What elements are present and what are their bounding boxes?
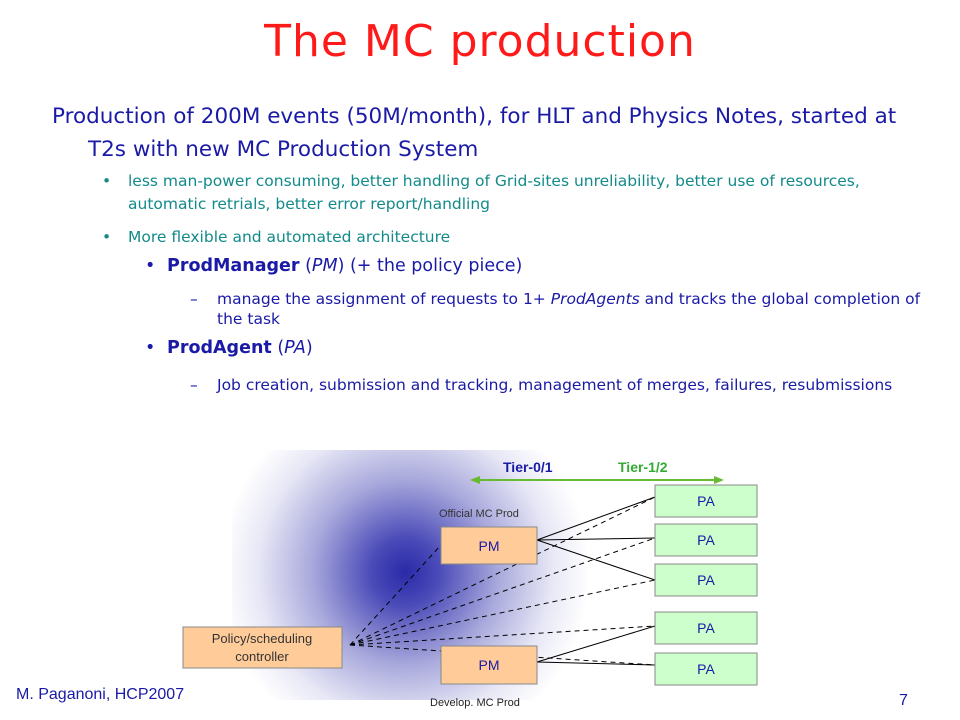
prodagent-name: ProdAgent: [167, 338, 272, 358]
prodmanager-detail-em: ProdAgents: [550, 290, 640, 308]
slide-title: The MC production: [264, 16, 696, 67]
link-pm2-pa5: [536, 661, 656, 666]
bullet-prodagent-detail: – Job creation, submission and tracking, …: [190, 375, 927, 395]
pa-box-5-label: PA: [697, 661, 715, 677]
controller-line1: Policy/scheduling: [212, 631, 312, 646]
bullet-dot: •: [145, 256, 156, 276]
bullet-resources-text: less man-power consuming, better handlin…: [128, 172, 860, 213]
pa-box-4-label: PA: [697, 620, 715, 636]
prodmanager-detail-prefix: manage the assignment of requests to 1+: [217, 290, 551, 308]
prodmanager-detail-suffix: and tracks the global completion of the …: [217, 290, 921, 328]
pm-box-official: PM: [440, 526, 538, 565]
dash: –: [190, 376, 198, 394]
prodmanager-name: ProdManager: [167, 256, 300, 276]
link-pm1-pa2: [536, 537, 656, 541]
pa-box-2: PA: [654, 523, 758, 557]
controller-line2: controller: [235, 649, 289, 664]
bullet-prodagent: •ProdAgent (PA): [145, 338, 313, 358]
pm-links: [536, 496, 656, 666]
pa-box-1-label: PA: [697, 493, 715, 509]
policy-controller-box: Policy/scheduling controller: [182, 626, 343, 669]
main-point-text: Production of 200M events (50M/month), f…: [52, 104, 897, 162]
prodmanager-suffix: (+ the policy piece): [344, 256, 523, 276]
bullet-prodmanager-detail: – manage the assignment of requests to 1+…: [190, 289, 927, 329]
tier-right-label: Tier-1/2: [618, 459, 668, 475]
link-pm1-pa1: [536, 496, 656, 541]
pa-box-3-label: PA: [697, 572, 715, 588]
main-point: Production of 200M events (50M/month), f…: [52, 100, 938, 166]
prodagent-abbr: PA: [284, 338, 306, 358]
link-controller-pa4: [349, 625, 656, 646]
link-pm2-pa4: [536, 625, 656, 663]
official-mc-prod-label: Official MC Prod: [439, 508, 519, 520]
prodmanager-abbr: PM: [311, 256, 338, 276]
link-controller-pm1: [349, 544, 442, 646]
link-pm1-pa3: [536, 539, 656, 581]
pm-box-develop: PM: [440, 645, 538, 685]
tier-left-label: Tier-0/1: [503, 459, 553, 475]
dash: –: [190, 290, 198, 308]
link-controller-pa5: [349, 644, 656, 666]
link-controller-pa3: [349, 579, 656, 646]
bullet-prodmanager: •ProdManager (PM) (+ the policy piece): [145, 256, 523, 276]
pa-box-2-label: PA: [697, 532, 715, 548]
pa-box-1: PA: [654, 484, 758, 518]
pm-box-develop-label: PM: [479, 657, 500, 673]
pm-box-official-label: PM: [479, 538, 500, 554]
page-number: 7: [899, 692, 908, 709]
pa-box-3: PA: [654, 563, 758, 597]
develop-mc-prod-label: Develop. MC Prod: [430, 697, 520, 709]
bullet-dot: •: [102, 172, 112, 190]
link-controller-pa1: [349, 496, 656, 646]
bullet-architecture: • More flexible and automated architectur…: [102, 226, 928, 249]
footer-author: M. Paganoni, HCP2007: [16, 686, 185, 703]
pa-box-5: PA: [654, 652, 758, 686]
bullet-architecture-text: More flexible and automated architecture: [128, 228, 451, 246]
prodagent-detail-text: Job creation, submission and tracking, m…: [217, 376, 893, 394]
bullet-resources: • less man-power consuming, better handli…: [102, 170, 928, 216]
bullet-dot: •: [145, 338, 156, 358]
controller-links: [349, 496, 656, 666]
pa-box-4: PA: [654, 611, 758, 645]
bullet-dot: •: [102, 228, 112, 246]
